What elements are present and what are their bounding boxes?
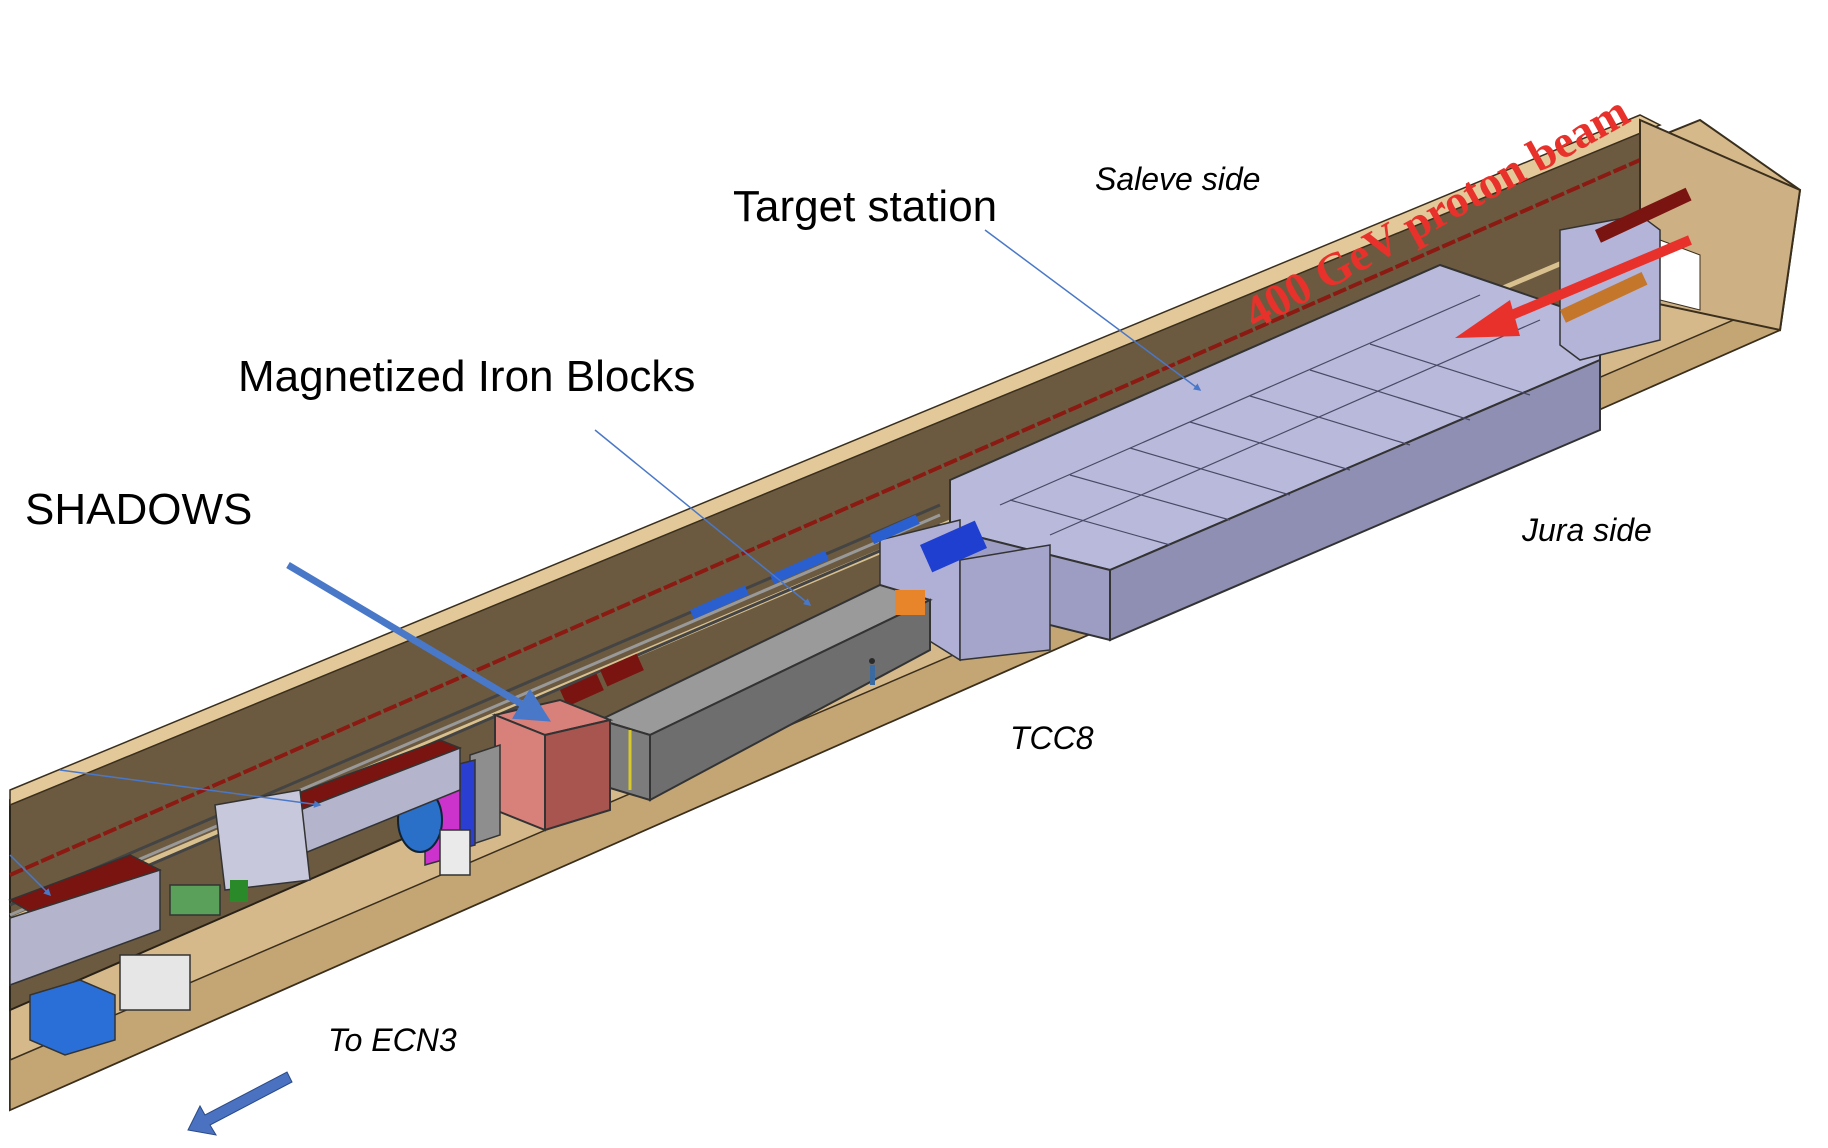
- proton-beam-arrow: [1455, 235, 1692, 338]
- rail-2: [9, 513, 941, 917]
- label-jura-side: Jura side: [1522, 512, 1652, 548]
- magnetized-iron-block-assembly: [560, 514, 988, 802]
- downstream-equipment: [8, 739, 463, 1056]
- label-magnetized-iron-blocks: Magnetized Iron Blocks: [238, 352, 696, 401]
- leader-iron-blocks: [594, 429, 812, 606]
- cable-tray: [9, 158, 1641, 877]
- rail-3: [9, 523, 941, 927]
- label-target-station: Target station: [733, 182, 998, 231]
- leader-downstream-1: [59, 769, 322, 808]
- leader-target-station: [984, 229, 1202, 391]
- label-to-ecn3: To ECN3: [328, 1022, 457, 1058]
- wall-top: [9, 114, 1662, 807]
- upstream-equipment: [1559, 187, 1692, 361]
- label-tcc8: TCC8: [1010, 720, 1094, 756]
- person-figure: [869, 658, 875, 685]
- to-ecn3-arrow: [187, 1071, 293, 1136]
- label-shadows: SHADOWS: [25, 485, 253, 534]
- leader-downstream-2: [9, 854, 52, 897]
- leader-shadows: [286, 561, 552, 722]
- label-saleve-side: Saleve side: [1095, 161, 1261, 197]
